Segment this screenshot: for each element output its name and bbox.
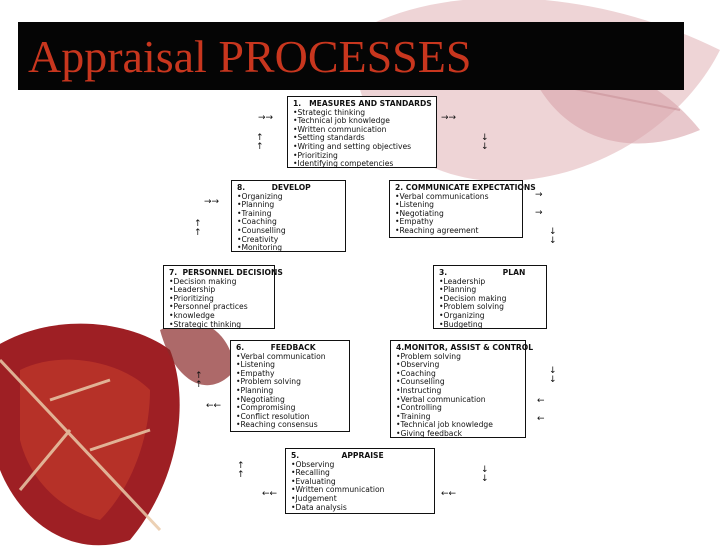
list-item: Budgeting: [439, 320, 541, 330]
arrow-up-icon: ↑↑: [256, 133, 264, 152]
box-heading: 2. COMMUNICATE EXPECTATIONS: [395, 183, 536, 192]
list-item: Controlling: [396, 404, 520, 413]
list-item: Decision making: [169, 277, 269, 287]
list-item: Leadership: [439, 277, 541, 287]
list-item: Problem solving: [396, 352, 520, 362]
box-heading: 3. PLAN: [439, 268, 526, 277]
list-item: Listening: [236, 361, 344, 370]
list-item: Giving feedback: [396, 429, 520, 439]
arrow-left-icon: ←←: [206, 401, 222, 411]
arrow-down-icon: ↓↓: [549, 227, 557, 246]
list-item: Instructing: [396, 386, 520, 396]
list-item: Data analysis: [291, 503, 429, 513]
box-heading: 1. MEASURES AND STANDARDS: [293, 99, 432, 108]
list-item: Problem solving: [439, 303, 541, 312]
list-item: Written communication: [291, 486, 429, 495]
list-item: Counselling: [237, 226, 340, 236]
page-title: Appraisal PROCESSES: [28, 31, 472, 82]
arrow-right-icon: →→: [535, 190, 543, 218]
process-box-monitor-assist-control: 4.MONITOR, ASSIST & CONTROL Problem solv…: [390, 340, 534, 439]
list-item: Empathy: [395, 218, 517, 227]
list-item: Monitoring: [237, 244, 340, 253]
title-bar: Appraisal PROCESSES: [18, 22, 684, 90]
list-item: Counselling: [396, 378, 520, 387]
list-item: Training: [237, 209, 340, 219]
list-item: Evaluating: [291, 477, 429, 487]
box-heading: 5. APPRAISE: [291, 451, 384, 460]
arrow-down-icon: ↓↓: [481, 133, 489, 152]
list-item: Technical job knowledge: [293, 117, 431, 126]
list-item: Technical job knowledge: [396, 421, 520, 430]
arrow-right-icon: →→: [204, 197, 220, 207]
list-item: Prioritizing: [169, 294, 269, 304]
list-item: Organizing: [237, 192, 340, 202]
list-item: Written communication: [293, 125, 431, 135]
process-box-communicate-expectations: 2. COMMUNICATE EXPECTATIONS Verbal commu…: [389, 180, 536, 238]
arrow-up-icon: ↑↑: [194, 219, 202, 238]
list-item: Creativity: [237, 235, 340, 245]
list-item: Verbal communications: [395, 192, 517, 202]
box-heading: 6. FEEDBACK: [236, 343, 316, 352]
list-item: Coaching: [237, 218, 340, 227]
box-heading: 8. DEVELOP: [237, 183, 311, 192]
list-item: knowledge: [169, 311, 269, 321]
arrow-down-icon: ↓↓: [549, 366, 557, 385]
list-item: Listening: [395, 201, 517, 210]
list-item: Negotiating: [395, 209, 517, 219]
process-box-plan: 3. PLAN Leadership Planning Decision mak…: [433, 265, 547, 329]
list-item: Compromising: [236, 404, 344, 413]
arrow-left-icon: ←←: [262, 489, 278, 499]
list-item: Identifying competencies: [293, 160, 431, 169]
list-item: Observing: [396, 361, 520, 370]
list-item: Reaching consensus: [236, 421, 344, 430]
box-heading: 7. PERSONNEL DECISIONS: [169, 268, 283, 277]
process-box-appraise: 5. APPRAISE Observing Recalling Evaluati…: [285, 448, 435, 514]
list-item: Reaching agreement: [395, 226, 517, 236]
list-item: Conflict resolution: [236, 412, 344, 422]
list-item: Coaching: [396, 369, 520, 379]
list-item: Personnel practices: [169, 303, 269, 312]
list-item: Organizing: [439, 311, 541, 321]
arrow-right-icon: →→: [441, 113, 457, 123]
leaf-decoration-bottom-left: [0, 322, 235, 546]
arrow-right-icon: →→: [258, 113, 274, 123]
process-box-personnel-decisions: 7. PERSONNEL DECISIONS Decision making L…: [163, 265, 283, 330]
box-heading: 4.MONITOR, ASSIST & CONTROL: [396, 343, 534, 352]
list-item: Empathy: [236, 369, 344, 379]
list-item: Recalling: [291, 469, 429, 478]
list-item: Setting standards: [293, 134, 431, 143]
list-item: Writing and setting objectives: [293, 142, 431, 152]
arrow-up-icon: ↑↑: [195, 371, 203, 390]
list-item: Strategic thinking: [169, 320, 269, 330]
list-item: Leadership: [169, 286, 269, 295]
process-box-develop: 8. DEVELOP Organizing Planning Training …: [231, 180, 346, 252]
list-item: Judgement: [291, 494, 429, 504]
list-item: Planning: [439, 286, 541, 295]
list-item: Problem solving: [236, 378, 344, 387]
process-box-feedback: 6. FEEDBACK Verbal communication Listeni…: [230, 340, 350, 432]
list-item: Decision making: [439, 294, 541, 304]
list-item: Planning: [236, 386, 344, 396]
list-item: Negotiating: [236, 395, 344, 405]
list-item: Observing: [291, 460, 429, 470]
list-item: Training: [396, 412, 520, 422]
list-item: Verbal communication: [236, 352, 344, 362]
list-item: Planning: [237, 201, 340, 210]
list-item: Strategic thinking: [293, 108, 431, 118]
process-box-measures-standards: 1. MEASURES AND STANDARDS Strategic thin…: [287, 96, 437, 168]
arrow-down-icon: ↓↓: [481, 465, 489, 484]
list-item: Prioritizing: [293, 151, 431, 161]
arrow-up-icon: ↑↑: [237, 461, 245, 480]
list-item: Verbal communication: [396, 395, 520, 405]
arrow-left-icon: ←←: [537, 396, 545, 424]
arrow-left-icon: ←←: [441, 489, 457, 499]
